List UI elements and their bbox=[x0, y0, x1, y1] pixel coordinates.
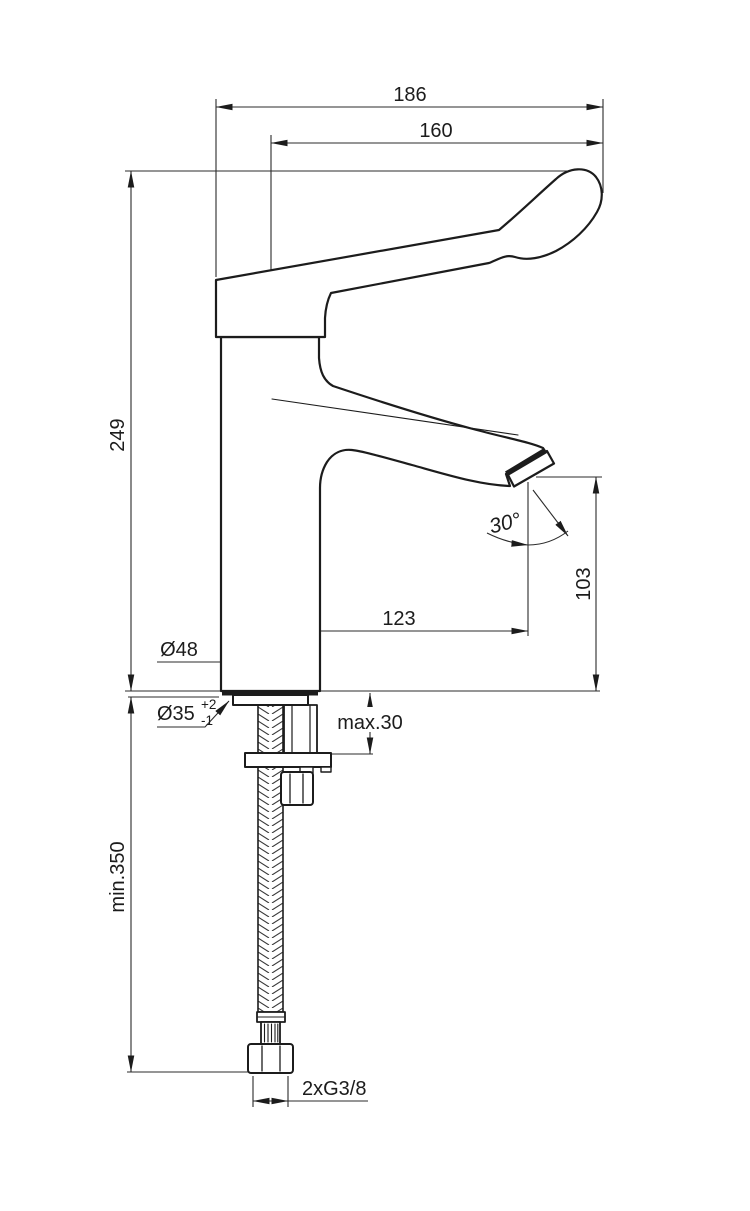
dim-connection-thread-label: 2xG3/8 bbox=[302, 1078, 366, 1100]
dim-hole-diameter-label: Ø35 bbox=[157, 703, 195, 725]
spout-inner-line bbox=[271, 398, 519, 436]
dim-max-deck-thickness-label: max.30 bbox=[337, 712, 403, 734]
braided-hose-upper bbox=[257, 704, 284, 754]
lever-handle bbox=[214, 168, 603, 339]
leader-line-hole-diameter bbox=[157, 700, 230, 728]
angle-arc-left bbox=[486, 532, 529, 547]
dimension-labels: 186 160 249 min.350 103 123 Ø48 Ø35 +2 -… bbox=[107, 84, 595, 1100]
base-seal bbox=[222, 691, 318, 696]
dim-outlet-angle-label: 30° bbox=[487, 508, 523, 538]
aerator-face bbox=[505, 448, 547, 476]
dim-hole-tolerance-minus-label: -1 bbox=[201, 713, 213, 728]
dimension-lines bbox=[125, 99, 604, 1107]
tailpiece-flange bbox=[232, 694, 309, 706]
hose-ribbed-connector bbox=[260, 1021, 281, 1045]
flow-direction-line bbox=[532, 489, 569, 537]
faucet-structure bbox=[214, 168, 603, 1074]
dim-total-height-label: 249 bbox=[107, 418, 129, 451]
mounting-nut bbox=[280, 771, 314, 806]
hose-crimp-sleeve bbox=[256, 1011, 286, 1023]
braided-hose bbox=[257, 766, 284, 1013]
dim-base-diameter-label: Ø48 bbox=[160, 639, 198, 661]
angle-arc-right bbox=[527, 530, 569, 546]
dim-min-hose-length-label: min.350 bbox=[107, 841, 129, 912]
hose-hex-nut bbox=[247, 1043, 294, 1074]
mounting-plate bbox=[244, 752, 332, 774]
dim-handle-reach-label: 160 bbox=[419, 120, 452, 142]
faucet-body-spout bbox=[219, 335, 547, 693]
dim-total-width-label: 186 bbox=[393, 84, 426, 106]
dim-hole-tolerance-plus-label: +2 bbox=[201, 697, 216, 712]
dim-outlet-height-label: 103 bbox=[573, 567, 595, 600]
dim-spout-reach-label: 123 bbox=[382, 608, 415, 630]
label-backplate bbox=[334, 707, 408, 732]
threaded-shank bbox=[283, 704, 318, 754]
